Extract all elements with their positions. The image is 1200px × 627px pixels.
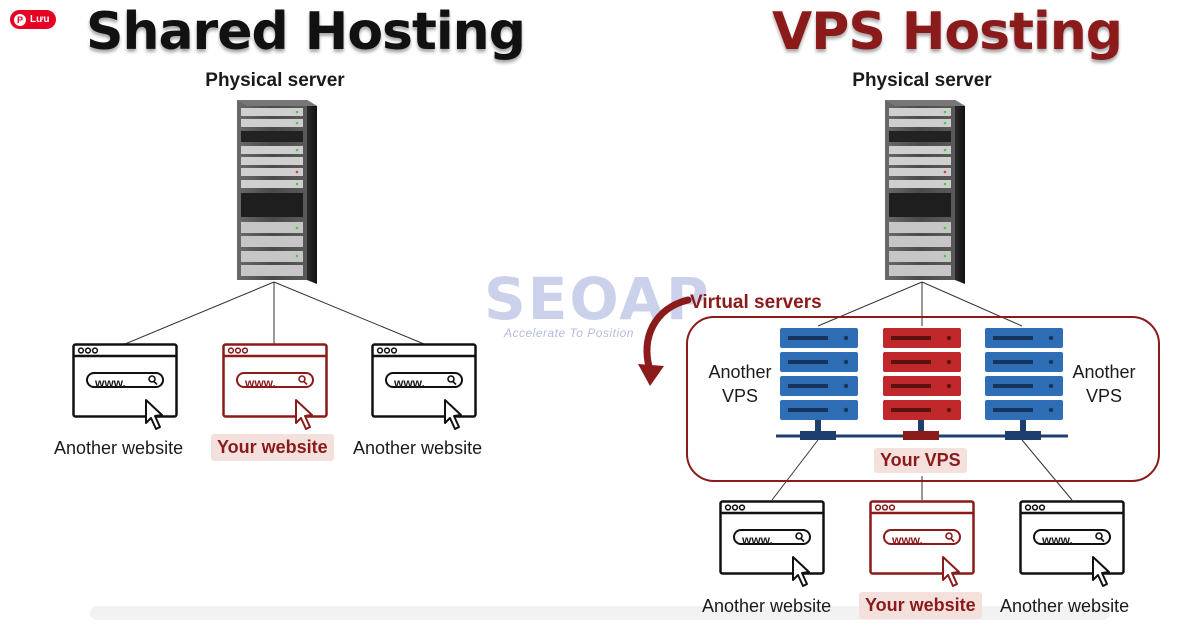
vps-server-connector-lines: [817, 281, 1023, 327]
curved-arrow-icon: [638, 296, 692, 386]
save-badge[interactable]: P Lưu: [10, 10, 56, 29]
shared-physical-server-icon: [237, 100, 317, 284]
vps-url-2: www.: [892, 533, 923, 547]
vps-hosting-title: VPS Hosting: [772, 2, 1123, 62]
vps-physical-server-label: Physical server: [852, 70, 992, 91]
shared-url-1: www.: [95, 376, 126, 390]
shared-url-2: www.: [245, 376, 276, 390]
shared-physical-server-label: Physical server: [205, 70, 345, 91]
vps-url-1: www.: [742, 533, 773, 547]
your-vps-label: Your VPS: [874, 448, 967, 473]
pinterest-icon: P: [14, 13, 26, 26]
virtual-servers-label: Virtual servers: [690, 292, 822, 313]
shared-website-2-label: Your website: [211, 434, 334, 461]
network-bus: [776, 420, 1068, 440]
shared-connector-lines: [124, 281, 425, 345]
shared-website-1-label: Another website: [54, 438, 184, 458]
vps-website-1-label: Another website: [702, 596, 832, 616]
vps-physical-server-icon: [885, 100, 965, 284]
vps-website-2-label: Your website: [859, 592, 982, 619]
virtual-servers-box: [686, 316, 1160, 482]
vps-website-3-label: Another website: [1000, 596, 1130, 616]
save-badge-label: Lưu: [30, 14, 50, 25]
shared-website-3-label: Another website: [353, 438, 483, 458]
bottom-shadow: [90, 606, 1110, 620]
vps-url-3: www.: [1042, 533, 1073, 547]
shared-url-3: www.: [394, 376, 425, 390]
shared-hosting-title: Shared Hosting: [86, 2, 526, 62]
